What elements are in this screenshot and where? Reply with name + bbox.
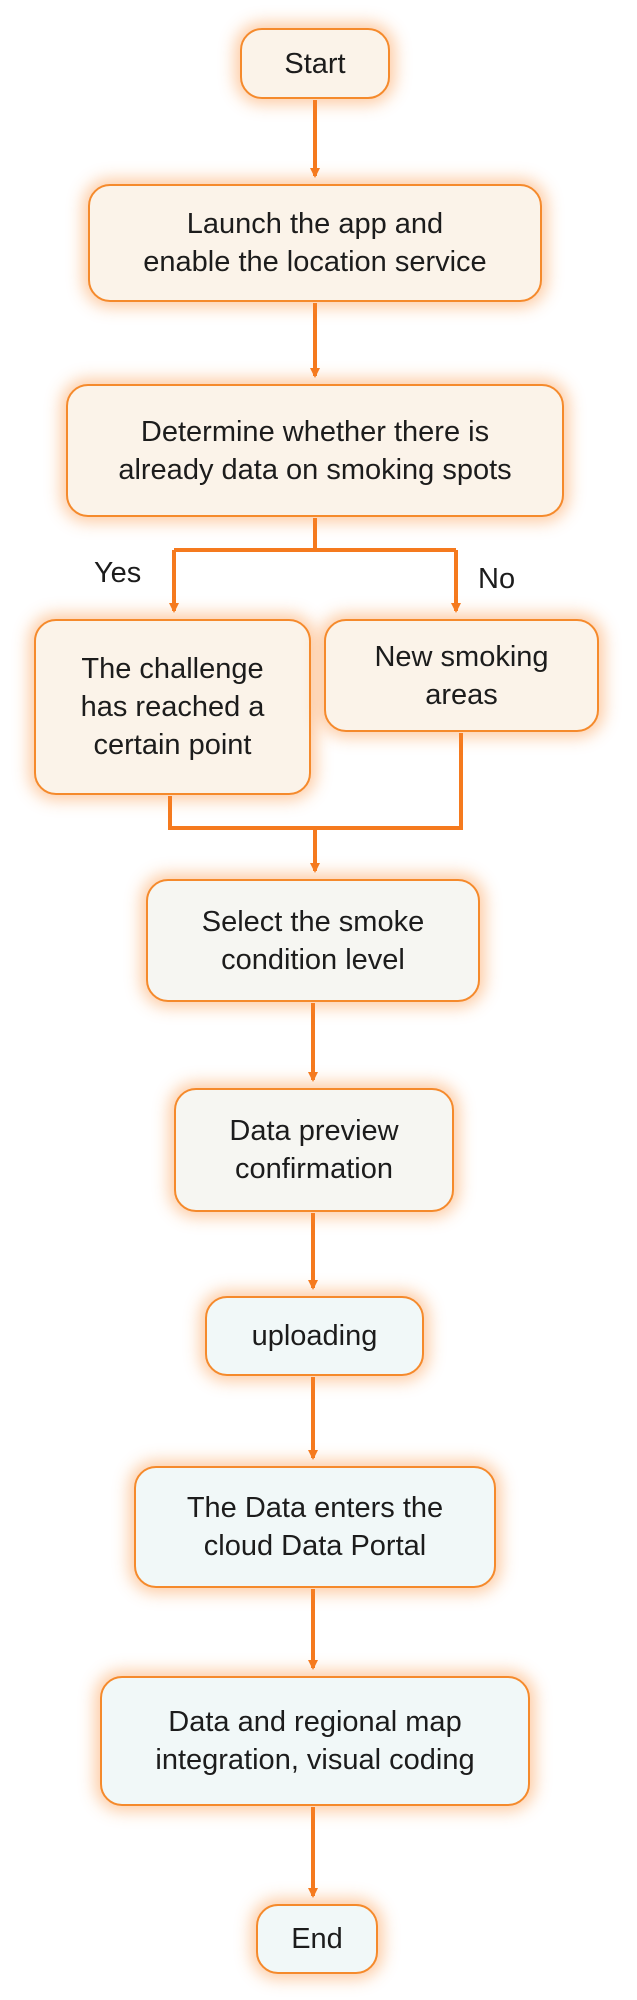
data-preview-node: Data preview confirmation (174, 1088, 454, 1212)
launch-app-node: Launch the app and enable the location s… (88, 184, 542, 302)
branch-label-no: No (478, 563, 516, 595)
uploading-node: uploading (205, 1296, 424, 1376)
cloud-portal-node: The Data enters the cloud Data Portal (134, 1466, 496, 1588)
start-node: Start (240, 28, 390, 99)
map-integration-node: Data and regional map integration, visua… (100, 1676, 530, 1806)
challenge-node: The challenge has reached a certain poin… (34, 619, 311, 795)
branch-label-yes: Yes (94, 557, 142, 589)
new-smoking-areas-node: New smoking areas (324, 619, 599, 732)
determine-data-node: Determine whether there is already data … (66, 384, 564, 517)
select-level-node: Select the smoke condition level (146, 879, 480, 1002)
end-node: End (256, 1904, 378, 1974)
